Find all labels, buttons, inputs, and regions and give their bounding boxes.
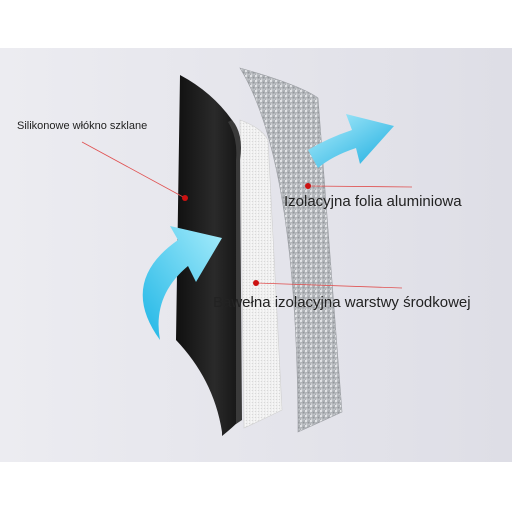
cotton-layer	[239, 119, 283, 429]
leader-line-cotton	[255, 282, 403, 289]
marker-dot-fiberglass	[182, 195, 188, 201]
curved-arrow-icon	[142, 226, 222, 340]
label-foil: Izolacyjna folia aluminiowa	[284, 193, 462, 210]
marker-dot-foil	[305, 183, 311, 189]
leader-line-fiberglass	[81, 141, 186, 199]
label-fiberglass: Silikonowe włókno szklane	[17, 120, 148, 132]
fiberglass-layer-edge	[228, 120, 242, 424]
label-cotton: Bawełna izolacyjna warstwy środkowej	[213, 294, 471, 311]
leader-line-foil	[307, 185, 413, 188]
marker-dot-cotton	[253, 280, 259, 286]
up-right-arrow-icon	[308, 114, 394, 168]
